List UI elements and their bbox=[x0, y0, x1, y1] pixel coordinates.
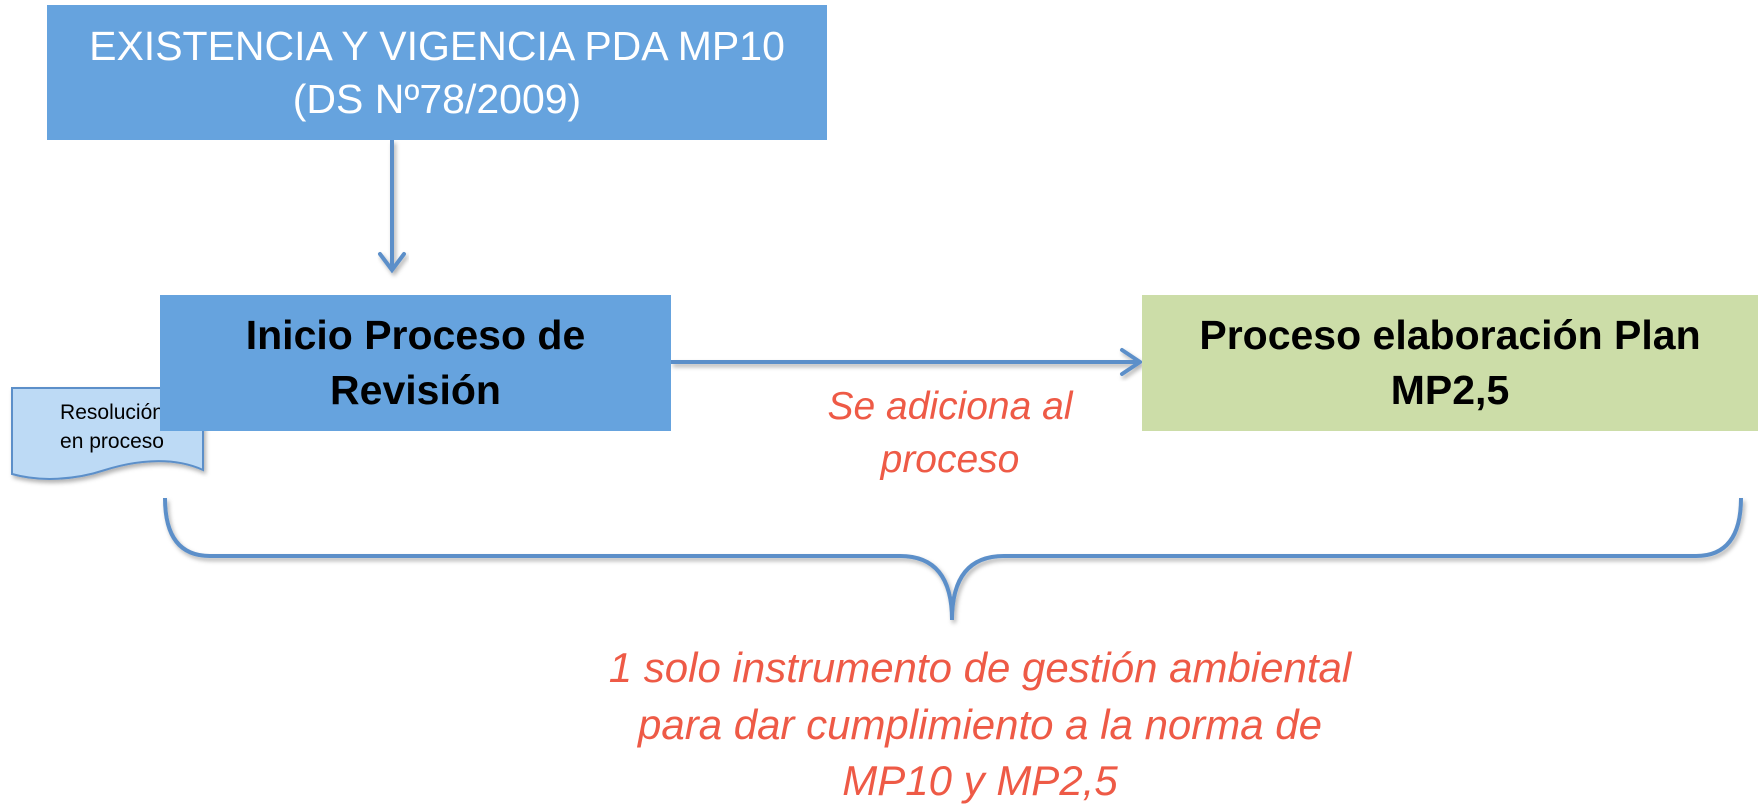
arrow-note: Se adiciona al proceso bbox=[790, 380, 1110, 487]
conclusion-line2: para dar cumplimiento a la norma de bbox=[637, 700, 1323, 748]
plan-mp25-box: Proceso elaboración Plan MP2,5 bbox=[1142, 295, 1758, 431]
conclusion-note: 1 solo instrumento de gestión ambiental … bbox=[520, 640, 1440, 810]
revision-start-line2: Revisión bbox=[330, 367, 501, 413]
document-label: Resolución en proceso bbox=[22, 398, 202, 457]
arrow-note-line1: Se adiciona al bbox=[827, 385, 1073, 428]
conclusion-line3: MP10 y MP2,5 bbox=[842, 757, 1118, 805]
right-arrow bbox=[671, 348, 1144, 376]
document-label-line1: Resolución bbox=[60, 401, 164, 424]
down-arrow bbox=[378, 140, 406, 274]
conclusion-line1: 1 solo instrumento de gestión ambiental bbox=[608, 644, 1352, 691]
plan-mp25-line2: MP2,5 bbox=[1390, 367, 1510, 413]
grouping-brace bbox=[163, 497, 1743, 621]
plan-mp25-line1: Proceso elaboración Plan bbox=[1199, 311, 1701, 358]
document-shape bbox=[11, 387, 204, 480]
pda-mp10-decree: (DS Nº78/2009) bbox=[292, 75, 582, 122]
revision-start-line1: Inicio Proceso de bbox=[245, 311, 586, 358]
pda-mp10-box: EXISTENCIA Y VIGENCIA PDA MP10 (DS Nº78/… bbox=[47, 5, 827, 140]
document-label-line2: en proceso bbox=[60, 430, 164, 454]
arrow-note-line2: proceso bbox=[880, 438, 1020, 482]
revision-start-box: Inicio Proceso de Revisión bbox=[160, 295, 671, 431]
pda-mp10-title: EXISTENCIA Y VIGENCIA PDA MP10 bbox=[89, 23, 785, 70]
